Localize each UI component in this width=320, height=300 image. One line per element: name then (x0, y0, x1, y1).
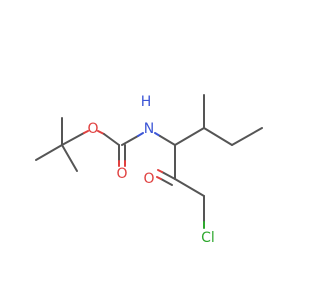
bond-tbu-methyl-left (35, 144, 63, 161)
chlorine-label: Cl (201, 230, 215, 246)
nitrogen-hydrogen-label: H (141, 94, 152, 110)
bond-ketone-double-1 (161, 171, 176, 180)
molecule-svg: O O H N O Cl (35, 94, 263, 246)
bond-o-to-carbonyl-red (97, 130, 105, 135)
bond-tbu-to-o-red (83, 130, 89, 134)
bond-carbonyl-to-n (121, 135, 139, 146)
bond-n-to-ch (159, 135, 176, 146)
bond-ethyl-2 (231, 127, 263, 146)
nitrogen-label: N (144, 121, 154, 137)
bond-tbu-to-o (61, 132, 85, 146)
structure-diagram: O O H N O Cl (35, 94, 263, 246)
bond-ketone-double-2-red (156, 176, 162, 180)
bond-ethyl-1 (203, 127, 233, 146)
bond-tbu-methyl-bottom (61, 144, 78, 172)
bond-ketone-double-1-red (157, 169, 163, 173)
bond-carbonyl-to-n-blue (137, 132, 144, 137)
bond-ketone-to-ch2 (174, 178, 205, 197)
ester-oxygen-label: O (87, 121, 98, 137)
carbamate-carbonyl-oxygen-label: O (116, 166, 127, 182)
bond-ch-to-isopropyl-ch (174, 127, 205, 146)
bond-ketone-double-2 (160, 178, 173, 186)
ketone-oxygen-label: O (143, 171, 154, 187)
bond-o-to-carbonyl (103, 133, 120, 146)
